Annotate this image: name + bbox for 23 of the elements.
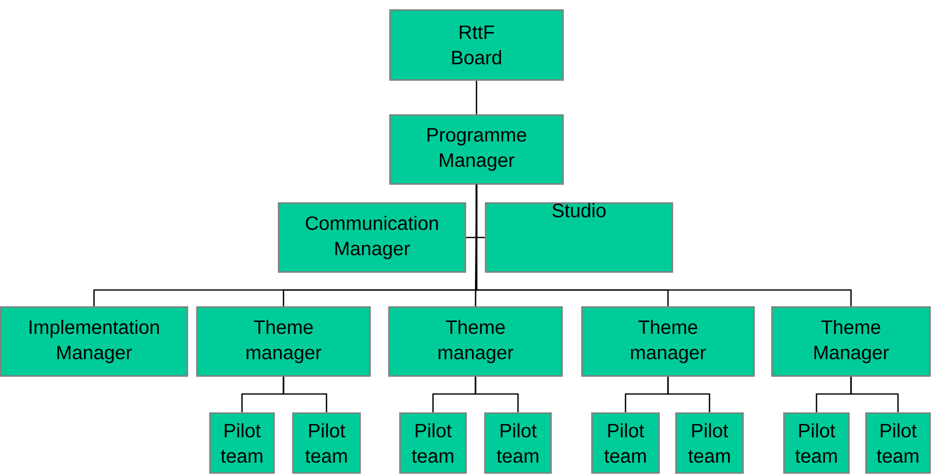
org-box: Pilot team <box>484 412 552 474</box>
org-box: Pilot team <box>209 412 275 474</box>
org-box: Pilot team <box>783 412 850 474</box>
connector-line <box>667 376 710 412</box>
org-box: Pilot team <box>675 412 744 474</box>
org-box: Pilot team <box>292 412 361 474</box>
org-box: Pilot team <box>399 412 467 474</box>
org-box: Theme manager <box>388 306 563 377</box>
connector-line <box>476 184 852 306</box>
connector-line <box>282 376 328 412</box>
connector-line <box>476 80 478 114</box>
connector-line <box>850 376 899 412</box>
org-box: Pilot team <box>591 412 660 474</box>
org-box: Pilot team <box>865 412 931 474</box>
org-box: Studio <box>484 202 674 273</box>
org-box: Theme manager <box>196 306 371 377</box>
org-box: Theme Manager <box>771 306 931 377</box>
org-box: Theme manager <box>581 306 755 377</box>
org-box: Implementation Manager <box>0 306 188 377</box>
org-box: Programme Manager <box>389 114 564 185</box>
org-box: RttF Board <box>389 9 564 81</box>
connector-line <box>474 376 519 412</box>
org-box: Communication Manager <box>278 202 466 273</box>
